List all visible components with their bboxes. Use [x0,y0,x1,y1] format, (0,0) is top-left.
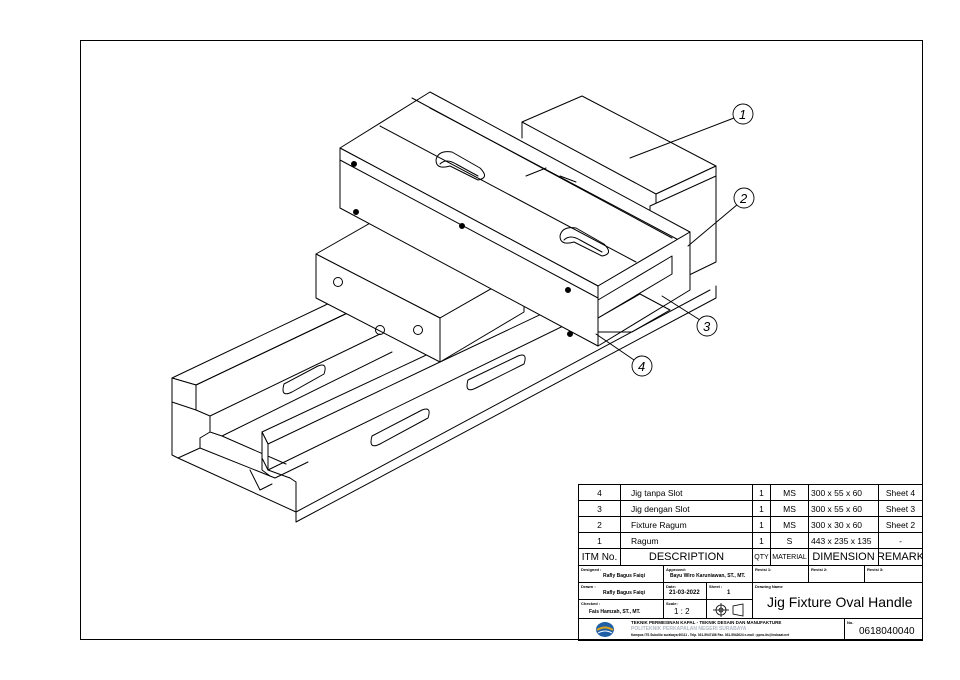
vise-base [171,275,717,523]
bom-header-dimension: DIMENSION [809,549,879,566]
bom-item: 4 [579,485,621,501]
revisi-1-label: Revisi 1: [755,567,772,572]
balloon-3: 3 [661,295,718,337]
projection-symbol-icon [713,603,744,617]
bom-qty: 1 [753,501,771,517]
date-label: Date: [666,584,677,589]
balloon-1: 1 [629,103,754,159]
bom-description: Jig dengan Slot [621,501,753,517]
balloon-4-label: 4 [638,359,645,374]
drawing-frame [80,40,923,640]
institution-address: Kampus ITS Sukolilo surabaya 60111 - Tel… [631,633,790,637]
checked-label: Checked : [581,601,601,606]
institution-name: POLITEKNIK PERKAPALAN NEGERI SURABAYA [631,626,747,632]
bom-dimension: 300 x 30 x 60 [809,517,879,533]
bom-item: 2 [579,517,621,533]
approved-cell: Approved: Bayu Wiro Karuniawan, ST., MT. [664,566,753,583]
revisi-3-label: Revisi 3: [867,567,884,572]
number-label: No. [847,620,854,625]
bom-header-remark: REMARK [879,549,922,566]
checked-cell: Checked : Fais Hamzah, ST., MT. [579,600,664,619]
bom-description: Jig tanpa Slot [621,485,753,501]
revisi-2-label: Revisi 2: [811,567,828,572]
number-value: 0618040040 [859,626,915,637]
drawing-name-cell: Drawing Name Jig Fixture Oval Handle [753,583,922,619]
bom-remark: Sheet 2 [879,517,922,533]
drawn-cell: Drawn : Rafly Bagus Faiqi [579,583,664,600]
bom-qty: 1 [753,517,771,533]
bom-header-qty: QTY [753,549,771,566]
balloon-2-label: 2 [739,191,748,206]
balloon-2: 2 [687,187,755,247]
bom-dimension: 300 x 55 x 60 [809,501,879,517]
drawing-name-label: Drawing Name [755,584,783,589]
bom-material: MS [771,517,809,533]
bom-header-description: DESCRIPTION [621,549,753,566]
drawn-label: Drawn : [581,584,596,589]
designed-label: Designed : [581,567,602,572]
scale-cell: Scale: 1 : 2 [664,600,707,619]
bom-material: S [771,533,809,549]
sheet-cell: Sheet : 1 [707,583,753,600]
bom-header-material: MATERIAL [771,549,809,566]
bom-material: MS [771,501,809,517]
balloon-1-label: 1 [739,107,746,122]
date-value: 21-03-2022 [669,590,700,596]
date-cell: Date: 21-03-2022 [664,583,707,600]
drawn-value: Rafly Bagus Faiqi [603,590,645,596]
bom-description: Fixture Ragum [621,517,753,533]
bom-dimension: 300 x 55 x 60 [809,485,879,501]
bom-item: 1 [579,533,621,549]
number-cell: No. 0618040040 [845,619,922,640]
projection-cell [707,600,753,619]
bom-remark: Sheet 4 [879,485,922,501]
sheet-value: 1 [727,590,731,596]
drawing-name-value: Jig Fixture Oval Handle [767,594,913,610]
title-block: 4 Jig tanpa Slot 1 MS 300 x 55 x 60 Shee… [578,484,923,641]
department-line: TEKNIK PERMESINAN KAPAL - TEKNIK DESAIN … [631,620,782,625]
revisi-2-cell: Revisi 2: [809,566,865,583]
designed-value: Rafly Bagus Faiqi [603,573,645,579]
approved-label: Approved: [666,567,686,572]
revisi-3-cell: Revisi 3: [865,566,922,583]
bom-description: Ragum [621,533,753,549]
bom-qty: 1 [753,533,771,549]
scale-value: 1 : 2 [674,607,690,616]
checked-value: Fais Hamzah, ST., MT. [589,609,641,615]
balloon-4: 4 [595,333,653,377]
institution-logo-icon [596,622,614,637]
bom-item: 3 [579,501,621,517]
revisi-1-cell: Revisi 1: [753,566,809,583]
bom-header-item: ITM No. [579,549,621,566]
scale-label: Scale: [666,601,678,606]
sheet-label: Sheet : [709,584,723,589]
institution-cell: TEKNIK PERMESINAN KAPAL - TEKNIK DESAIN … [579,619,845,640]
designed-value-cell: Rafly Bagus Faiqi [579,566,664,583]
balloon-3-label: 3 [703,319,711,334]
bom-remark: Sheet 3 [879,501,922,517]
approved-value: Bayu Wiro Karuniawan, ST., MT. [670,573,746,579]
bom-qty: 1 [753,485,771,501]
bom-remark: - [879,533,922,549]
bom-material: MS [771,485,809,501]
jig-assembly [339,91,691,347]
bom-dimension: 443 x 235 x 135 [809,533,879,549]
